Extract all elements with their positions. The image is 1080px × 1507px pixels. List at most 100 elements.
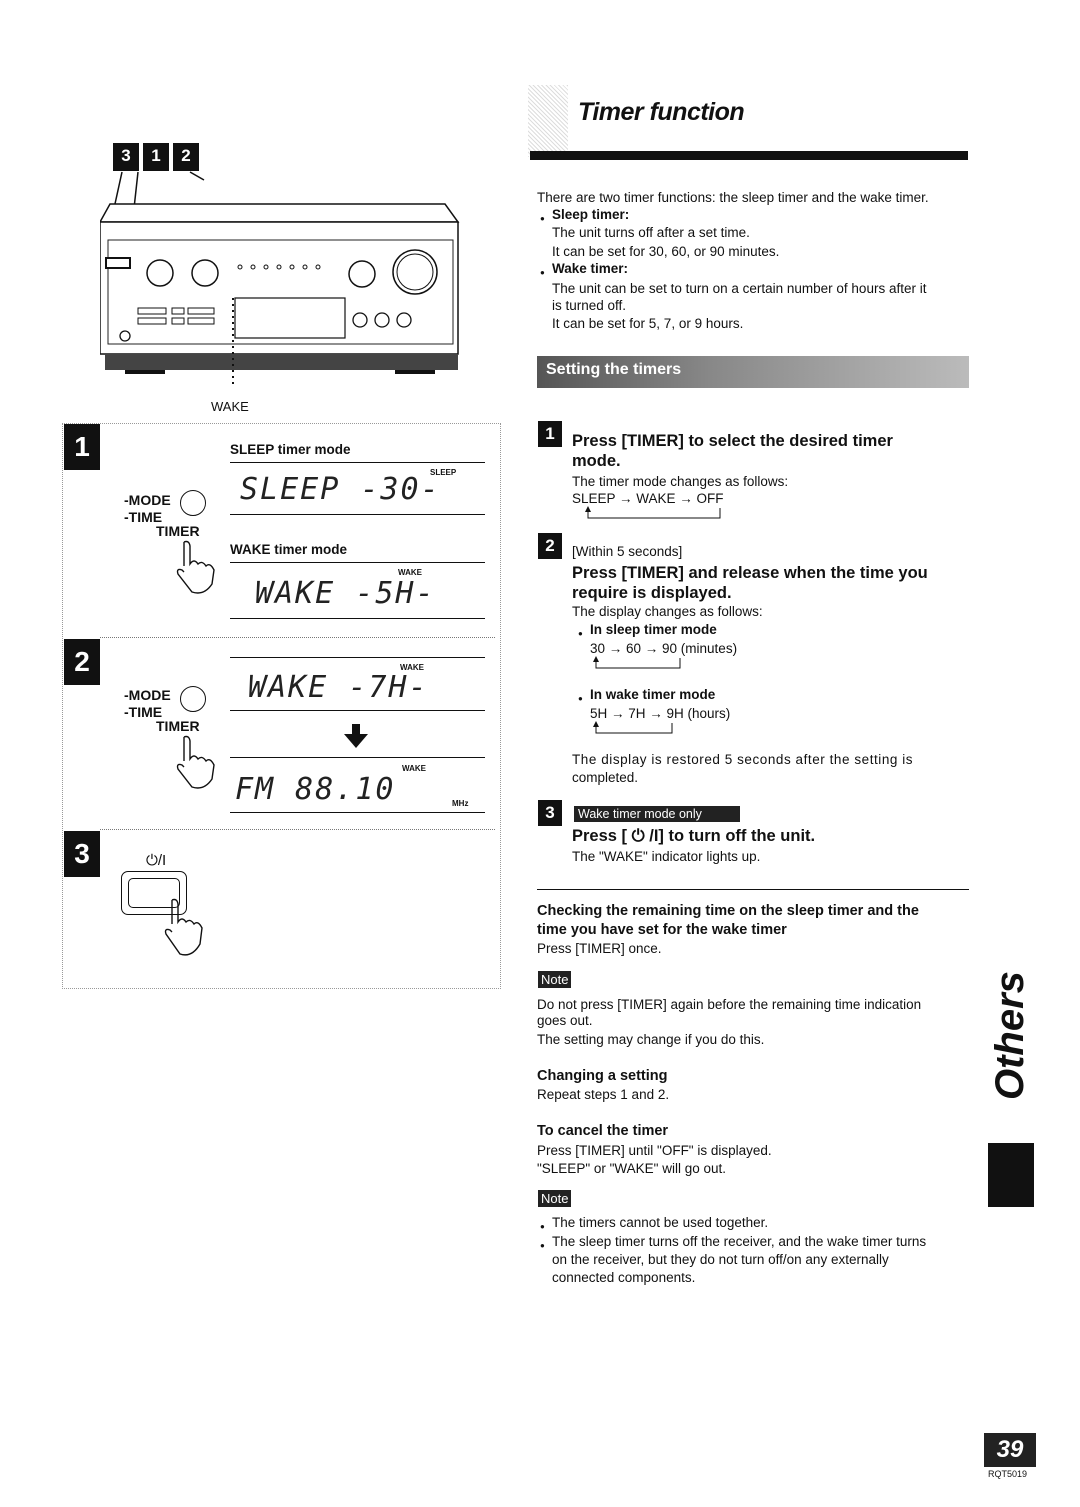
time-label: -TIME <box>124 509 163 525</box>
wake-indicator-label: WAKE <box>211 399 249 414</box>
note-line: The setting may change if you do this. <box>537 1032 765 1047</box>
page-title: Timer function <box>578 98 745 126</box>
note-item-cont: connected components. <box>552 1270 696 1285</box>
title-shading <box>528 85 568 157</box>
wake-timer-line: The unit can be set to turn on a certain… <box>552 281 927 296</box>
side-tab-block <box>988 1143 1034 1207</box>
hand-press-icon <box>176 540 215 594</box>
power-label: ⏻/I <box>146 852 167 869</box>
divider <box>100 637 495 638</box>
page-number: 39 <box>984 1433 1036 1467</box>
restore-text: The display is restored 5 seconds after … <box>572 752 914 767</box>
timer-label: TIMER <box>156 718 200 734</box>
steps-diagram-frame <box>62 423 501 989</box>
intro-text: There are two timer functions: the sleep… <box>537 190 929 205</box>
note-label: Note <box>538 971 572 988</box>
display-fm-readout: FM 88.10 <box>235 772 396 807</box>
display-line <box>230 812 485 813</box>
display-sleep-readout: SLEEP -30- <box>240 472 441 507</box>
wake-timer-line: It can be set for 5, 7, or 9 hours. <box>552 316 744 331</box>
timer-button[interactable] <box>180 490 206 516</box>
cancel-heading: To cancel the timer <box>537 1123 669 1139</box>
wake-mode-only-tag: Wake timer mode only <box>574 806 740 822</box>
note-item: The timers cannot be used together. <box>540 1213 768 1236</box>
section-banner <box>537 356 969 388</box>
step-3-badge: 3 <box>538 800 562 826</box>
wake-timer-heading: Wake timer: <box>540 259 628 282</box>
checking-heading: time you have set for the wake timer <box>537 922 787 938</box>
step-1-heading: Press [TIMER] to select the desired time… <box>572 432 893 450</box>
section-rule <box>537 889 969 890</box>
note-label: Note <box>538 1190 572 1207</box>
wake-indicator: WAKE <box>398 568 422 577</box>
receiver-illustration <box>100 171 460 386</box>
step-1-badge: 1 <box>538 421 562 447</box>
wake-indicator: WAKE <box>400 663 424 672</box>
display-line <box>230 462 485 463</box>
wake-mode-bullet: In wake timer mode <box>578 685 715 708</box>
power-button-inner <box>128 878 180 908</box>
time-label: -TIME <box>124 704 163 720</box>
power-button[interactable] <box>121 871 187 915</box>
display-line <box>230 514 485 515</box>
sleep-timer-heading: Sleep timer: <box>540 205 629 228</box>
display-wake-7h-readout: WAKE -7H- <box>248 670 429 705</box>
step-1-desc: The timer mode changes as follows: <box>572 474 789 489</box>
sleep-flow: 30 → 60 → 90 (minutes) <box>590 641 738 656</box>
display-line <box>230 710 485 711</box>
loop-arrow-icon <box>585 506 721 519</box>
title-rule <box>530 151 968 160</box>
step-3-heading: Press [ ⏻ /I] to turn off the unit. <box>572 827 816 845</box>
changing-heading: Changing a setting <box>537 1068 668 1084</box>
loop-arrow-icon <box>593 656 681 669</box>
callout-step-1: 1 <box>143 143 169 171</box>
step-1-flow: SLEEP → WAKE → OFF <box>572 491 724 506</box>
display-line <box>230 562 485 563</box>
sleep-indicator: SLEEP <box>430 468 457 477</box>
restore-text: completed. <box>572 770 639 785</box>
display-line <box>230 618 485 619</box>
step-2-heading: require is displayed. <box>572 584 732 602</box>
sleep-mode-label: SLEEP timer mode <box>230 442 351 457</box>
callout-step-2: 2 <box>173 143 199 171</box>
doc-code: RQT5019 <box>988 1469 1028 1479</box>
mode-label: -MODE <box>124 687 171 703</box>
hand-press-icon <box>176 735 215 789</box>
mode-label: -MODE <box>124 492 171 508</box>
divider <box>100 829 495 830</box>
sleep-timer-line: It can be set for 30, 60, or 90 minutes. <box>552 244 780 259</box>
sleep-mode-bullet: In sleep timer mode <box>578 620 717 643</box>
wake-timer-line: is turned off. <box>552 298 627 313</box>
diagram-step-3-badge: 3 <box>64 831 100 877</box>
side-tab-label: Others <box>988 971 1032 1100</box>
display-wake-readout: WAKE -5H- <box>255 576 436 611</box>
step-3-desc: The "WAKE" indicator lights up. <box>572 849 761 864</box>
diagram-step-2-badge: 2 <box>64 639 100 685</box>
step-2-badge: 2 <box>538 533 562 559</box>
display-line <box>230 657 485 658</box>
section-banner-text: Setting the timers <box>546 361 682 378</box>
wake-flow: 5H → 7H → 9H (hours) <box>590 706 731 721</box>
timer-button[interactable] <box>180 686 206 712</box>
arrow-down-icon <box>344 724 368 748</box>
wake-mode-label: WAKE timer mode <box>230 542 348 557</box>
display-line <box>230 757 485 758</box>
step-1-heading: mode. <box>572 452 621 470</box>
mhz-indicator: MHz <box>452 799 469 808</box>
step-2-desc: The display changes as follows: <box>572 604 763 619</box>
loop-arrow-icon <box>593 721 673 734</box>
note-item-cont: on the receiver, but they do not turn of… <box>552 1252 889 1267</box>
callout-step-3: 3 <box>113 143 139 171</box>
timer-label: TIMER <box>156 523 200 539</box>
note-line: goes out. <box>537 1013 593 1028</box>
hand-press-icon <box>164 898 203 956</box>
checking-text: Press [TIMER] once. <box>537 941 662 956</box>
step-2-pre: [Within 5 seconds] <box>572 544 683 559</box>
step-2-heading: Press [TIMER] and release when the time … <box>572 564 928 582</box>
wake-indicator: WAKE <box>402 764 426 773</box>
cancel-line: Press [TIMER] until "OFF" is displayed. <box>537 1143 772 1158</box>
checking-heading: Checking the remaining time on the sleep… <box>537 903 919 919</box>
diagram-step-1-badge: 1 <box>64 424 100 470</box>
cancel-line: "SLEEP" or "WAKE" will go out. <box>537 1161 726 1176</box>
sleep-timer-line: The unit turns off after a set time. <box>552 225 750 240</box>
